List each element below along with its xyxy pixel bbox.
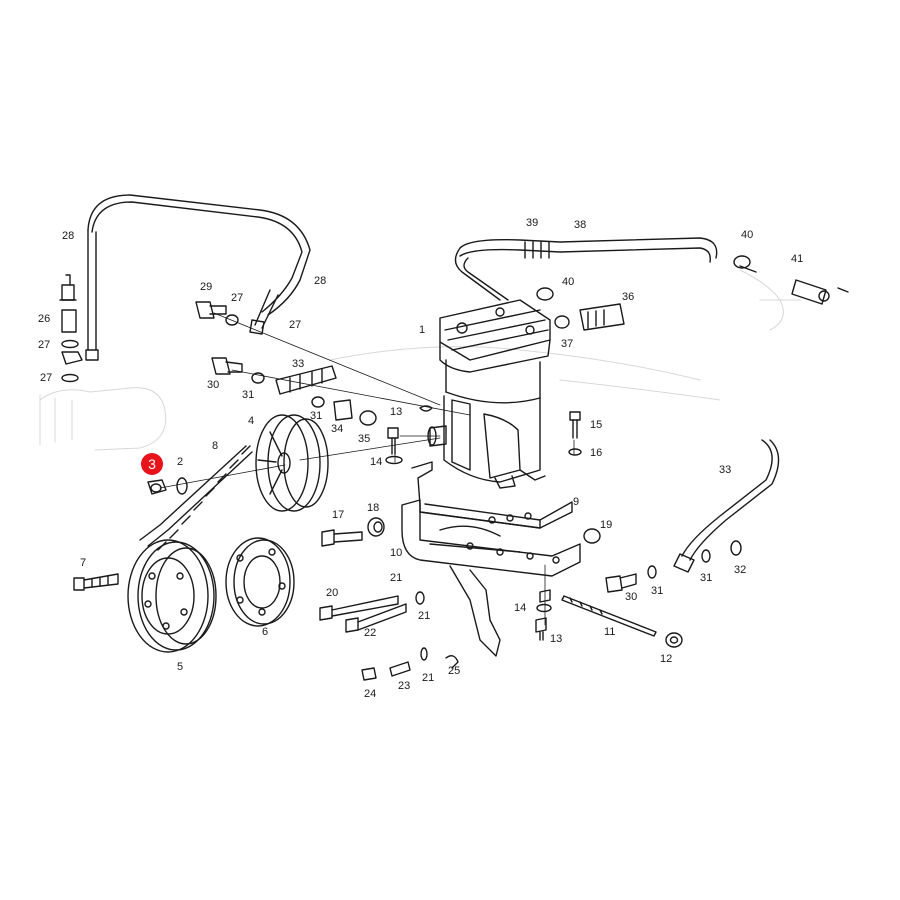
label-41: 41 bbox=[791, 253, 804, 265]
label-25: 25 bbox=[448, 665, 461, 677]
label-6: 6 bbox=[262, 626, 269, 638]
pulley-5 bbox=[127, 539, 217, 653]
label-12: 12 bbox=[660, 653, 673, 665]
fittings-left bbox=[59, 274, 83, 383]
label-8: 8 bbox=[212, 440, 219, 452]
fittings-center bbox=[195, 301, 433, 426]
label-28-right: 28 bbox=[314, 275, 327, 287]
fitting-36-37 bbox=[554, 303, 625, 331]
bolt-13-lower bbox=[535, 589, 552, 641]
nut-3 bbox=[147, 479, 167, 495]
hose-28 bbox=[85, 194, 311, 361]
label-18: 18 bbox=[367, 502, 380, 514]
small-parts-23-25 bbox=[361, 655, 459, 681]
washers-21 bbox=[415, 591, 428, 661]
bracket-10 bbox=[401, 499, 581, 657]
label-38: 38 bbox=[574, 219, 587, 231]
highlighted-part-marker[interactable]: 3 bbox=[141, 453, 163, 475]
label-20: 20 bbox=[326, 587, 339, 599]
label-1: 1 bbox=[419, 324, 426, 336]
label-39: 39 bbox=[526, 217, 539, 229]
label-27-left-b: 27 bbox=[40, 372, 53, 384]
label-40-right: 40 bbox=[741, 229, 754, 241]
background-engine-outline bbox=[39, 269, 801, 451]
label-40-center: 40 bbox=[562, 276, 575, 288]
bolt-20 bbox=[319, 595, 399, 621]
belt-8 bbox=[139, 445, 253, 551]
label-7: 7 bbox=[80, 557, 87, 569]
label-37: 37 bbox=[561, 338, 574, 350]
label-36: 36 bbox=[622, 291, 635, 303]
label-33-left: 33 bbox=[292, 358, 305, 370]
flange-6 bbox=[225, 537, 295, 627]
label-4: 4 bbox=[248, 415, 255, 427]
label-31-right-b: 31 bbox=[700, 572, 713, 584]
label-22: 22 bbox=[364, 627, 377, 639]
spacer-18 bbox=[367, 517, 385, 537]
label-9: 9 bbox=[573, 496, 580, 508]
nut-12 bbox=[665, 632, 683, 648]
label-32: 32 bbox=[734, 564, 747, 576]
bolt-22 bbox=[345, 603, 407, 633]
fitting-41 bbox=[791, 279, 849, 305]
label-21-c: 21 bbox=[422, 672, 435, 684]
compressor-body bbox=[427, 299, 551, 489]
label-30-left: 30 bbox=[207, 379, 220, 391]
label-16: 16 bbox=[590, 447, 603, 459]
label-11: 11 bbox=[604, 626, 616, 638]
washer-2 bbox=[176, 477, 188, 495]
label-27-center-b: 27 bbox=[289, 319, 302, 331]
label-34: 34 bbox=[331, 423, 344, 435]
label-26: 26 bbox=[38, 313, 51, 325]
bushing-19 bbox=[583, 528, 601, 544]
label-30-right: 30 bbox=[625, 591, 638, 603]
label-17: 17 bbox=[332, 509, 345, 521]
bolt-7 bbox=[73, 573, 119, 591]
label-27-center-a: 27 bbox=[231, 292, 244, 304]
label-2: 2 bbox=[177, 456, 184, 468]
label-15: 15 bbox=[590, 419, 603, 431]
label-21-b: 21 bbox=[418, 610, 431, 622]
pulley-4 bbox=[255, 414, 329, 512]
bolt-17 bbox=[321, 529, 363, 547]
hose-38-39 bbox=[454, 237, 757, 301]
bolts-13-16 bbox=[385, 411, 582, 465]
label-31-left-b: 31 bbox=[310, 410, 323, 422]
label-24: 24 bbox=[364, 688, 377, 700]
label-19: 19 bbox=[600, 519, 613, 531]
label-13-upper: 13 bbox=[390, 406, 403, 418]
label-10: 10 bbox=[390, 547, 403, 559]
label-31-right-a: 31 bbox=[651, 585, 664, 597]
leader-lines bbox=[159, 312, 575, 626]
label-21-a: 21 bbox=[390, 572, 403, 584]
label-29: 29 bbox=[200, 281, 213, 293]
stud-11 bbox=[561, 595, 657, 637]
label-5: 5 bbox=[177, 661, 184, 673]
bracket-9 bbox=[411, 461, 573, 529]
label-27-left-a: 27 bbox=[38, 339, 51, 351]
label-14-upper: 14 bbox=[370, 456, 383, 468]
fitting-30-right bbox=[605, 573, 637, 593]
label-23: 23 bbox=[398, 680, 411, 692]
label-13-lower: 13 bbox=[550, 633, 563, 645]
label-14-lower: 14 bbox=[514, 602, 527, 614]
hose-33-right bbox=[673, 439, 780, 573]
label-33-right: 33 bbox=[719, 464, 732, 476]
label-31-left-a: 31 bbox=[242, 389, 255, 401]
label-28-top: 28 bbox=[62, 230, 75, 242]
washers-31-right bbox=[647, 540, 742, 579]
label-35: 35 bbox=[358, 433, 371, 445]
